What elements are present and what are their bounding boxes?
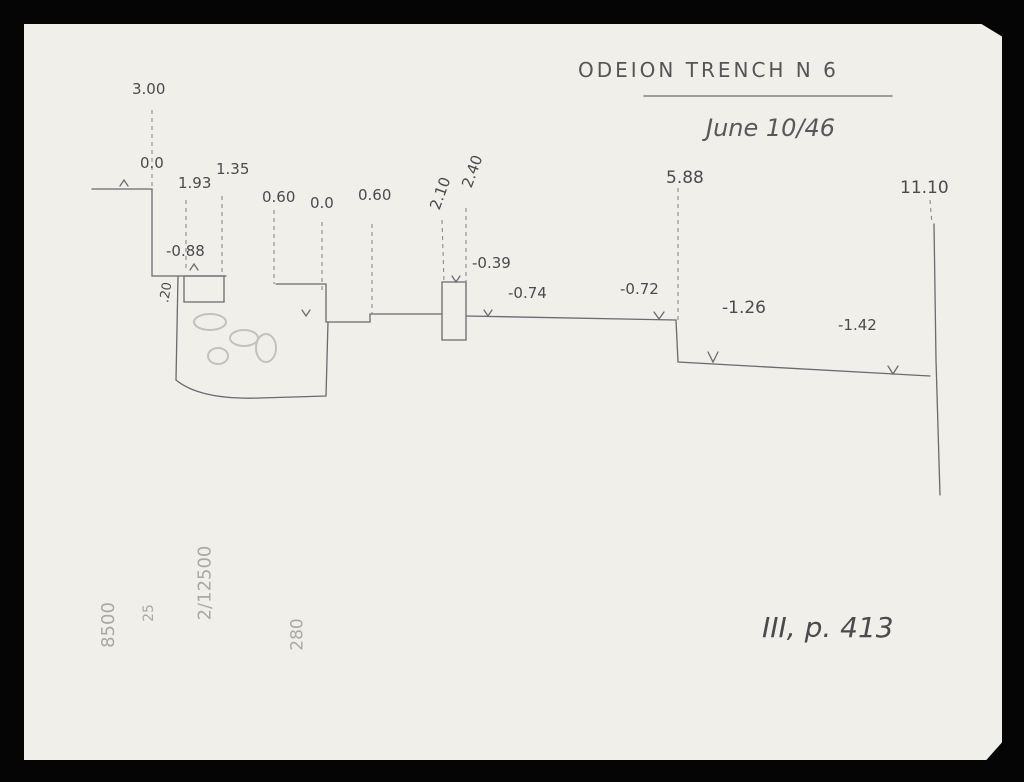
elevation-label: 5.88 (666, 168, 704, 188)
sheet-date: June 10/46 (706, 114, 836, 142)
paper-sheet (24, 24, 1002, 760)
post-box (441, 281, 467, 341)
sheet-title: ODEION TRENCH N 6 (578, 58, 839, 82)
elevation-label: -1.42 (838, 316, 877, 334)
elevation-label: 1.35 (216, 160, 250, 178)
margin-note: 25 (140, 604, 157, 622)
step-down (675, 319, 931, 377)
right-wall (933, 223, 941, 496)
floor-mid (465, 315, 677, 321)
elevation-label: -0.88 (166, 242, 205, 260)
elevation-label: -0.39 (472, 254, 511, 272)
elevation-label: 11.10 (900, 178, 949, 198)
pit-outline (175, 275, 329, 399)
elevation-label: 0.0 (140, 154, 164, 172)
elevation-label: 0.0 (310, 194, 334, 212)
elevation-label: -0.72 (620, 280, 659, 298)
elevation-label: -1.26 (722, 298, 766, 318)
pit-box (183, 275, 225, 303)
volume-page-reference: III, p. 413 (762, 611, 894, 644)
elevation-label: -0.74 (508, 284, 547, 302)
margin-note: 280 (287, 618, 308, 651)
margin-note: 2/12500 (194, 545, 216, 621)
trench-floor (275, 283, 443, 323)
elevation-label: 0.60 (358, 186, 392, 204)
ground-line (91, 188, 227, 277)
elevation-label: 1.93 (178, 174, 212, 192)
elevation-label: .20 (157, 281, 176, 304)
elevation-label: 3.00 (132, 80, 166, 98)
margin-note: 8500 (97, 602, 119, 648)
elevation-label: 0.60 (262, 188, 296, 206)
